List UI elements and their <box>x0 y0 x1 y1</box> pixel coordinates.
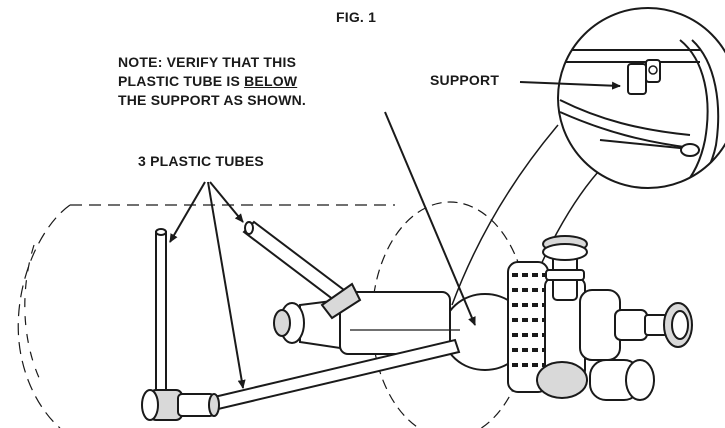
note-line-2: PLASTIC TUBE IS BELOW <box>118 72 306 91</box>
detail-view <box>557 7 725 189</box>
leader-arrows <box>169 81 621 389</box>
note-callout: NOTE: VERIFY THAT THIS PLASTIC TUBE IS B… <box>118 53 306 110</box>
note-line-1: NOTE: VERIFY THAT THIS <box>118 54 297 70</box>
tank-outline-dashed <box>17 204 395 428</box>
valve-assembly <box>507 235 693 401</box>
note-arrow <box>384 111 476 326</box>
support-arrow <box>519 81 621 90</box>
support-bracket <box>627 63 647 95</box>
elbow-fitting <box>141 389 220 421</box>
tank-outline-inner-dashed <box>24 244 41 381</box>
vertical-plastic-tube <box>155 228 167 398</box>
tubes-arrow-angled <box>209 181 244 223</box>
support-label: SUPPORT <box>430 72 500 88</box>
angled-plastic-tube <box>242 220 362 320</box>
figure-title: FIG. 1 <box>336 9 377 25</box>
long-plastic-tube <box>208 338 461 412</box>
tubes-arrow-long <box>207 181 246 389</box>
note-emphasis-below: BELOW <box>244 73 298 89</box>
note-line-2-text: PLASTIC TUBE IS <box>118 73 245 89</box>
tubes-arrow-vertical <box>169 181 206 243</box>
note-line-3: THE SUPPORT AS SHOWN. <box>118 92 307 108</box>
plastic-tubes-label: 3 PLASTIC TUBES <box>138 153 264 169</box>
